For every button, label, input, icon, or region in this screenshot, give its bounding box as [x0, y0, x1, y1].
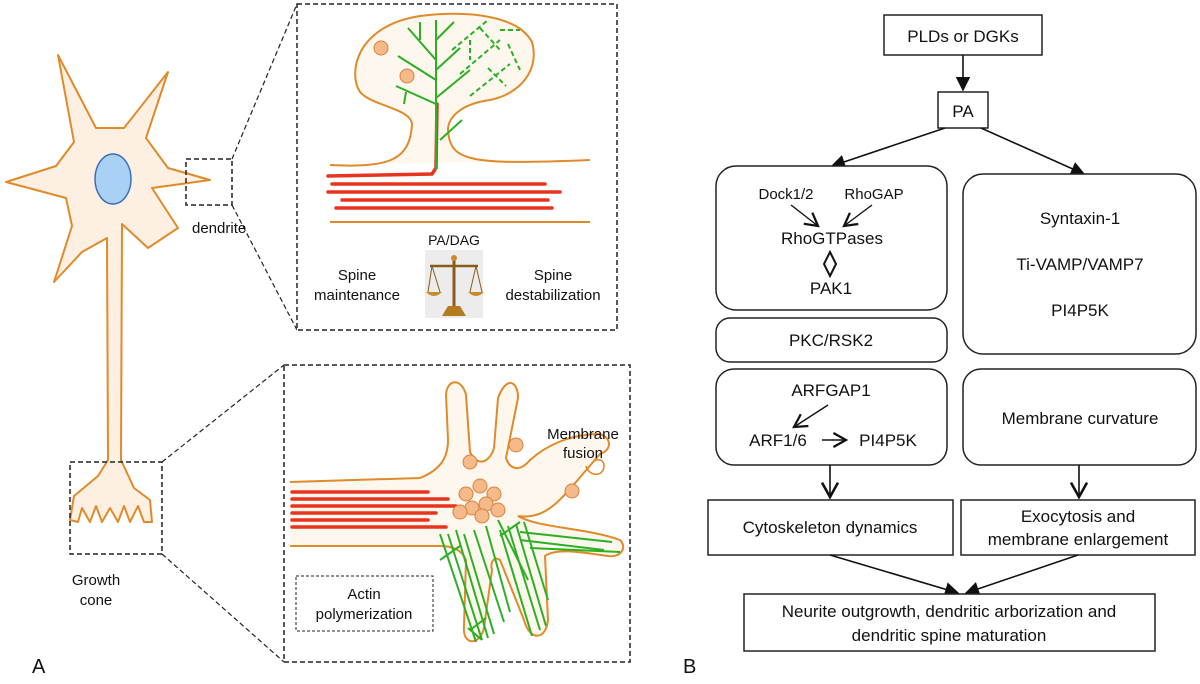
- bidirectional-diamond-icon: [822, 249, 838, 279]
- dendrite-zoom-box: [185, 158, 233, 206]
- node-outcome-label-2: dendritic spine maturation: [852, 626, 1047, 645]
- spine-right-label-2: destabilization: [505, 287, 600, 304]
- node-pkc-rsk2: [715, 317, 948, 363]
- spine-vesicle: [373, 40, 389, 56]
- label-rhogap: RhoGAP: [844, 186, 903, 203]
- arrow-dock-rho: [790, 204, 820, 228]
- node-pa-label: PA: [952, 102, 974, 121]
- node-cytoskeleton: [707, 499, 954, 556]
- spine-vesicle: [399, 68, 415, 84]
- label-arf16: ARF1/6: [749, 431, 807, 450]
- growth-cone-inset: Membrane fusion Actin polymerization: [283, 364, 631, 663]
- neuron-body: [5, 54, 211, 523]
- growth-cone-label-2: cone: [80, 592, 113, 609]
- cone-vesicles: [452, 437, 580, 524]
- panel-b: PLDs or DGKs PA Dock1/2 RhoGAP RhoGTPase…: [683, 14, 1197, 678]
- node-exocytosis-label-1: Exocytosis and: [1021, 507, 1135, 526]
- actin-polymerization-box: [295, 575, 434, 632]
- balance-title: PA/DAG: [428, 232, 480, 248]
- label-right-pi4p5k: PI4P5K: [1051, 301, 1109, 320]
- label-arf-pi4p5k: PI4P5K: [859, 431, 917, 450]
- arrow-cyto-outcome: [829, 554, 960, 597]
- cone-actin: [439, 519, 621, 643]
- label-arfgap1: ARFGAP1: [791, 381, 870, 400]
- neuron-illustration: [5, 54, 211, 523]
- node-pa: [937, 91, 989, 129]
- arrow-pa-right: [980, 127, 1086, 176]
- node-plds-dgks: [883, 14, 1043, 56]
- actin-label-1: Actin: [347, 586, 380, 603]
- spine-right-label-1: Spine: [534, 267, 572, 284]
- node-membrane-curvature-label: Membrane curvature: [1002, 409, 1159, 428]
- node-pkc-rsk2-label: PKC/RSK2: [789, 331, 873, 350]
- label-syntaxin: Syntaxin-1: [1040, 209, 1120, 228]
- panel-a-label: A: [32, 656, 46, 678]
- node-rho-group: [715, 165, 948, 311]
- dendrite-label: dendrite: [192, 220, 246, 237]
- node-outcome: [743, 593, 1156, 652]
- spine-inset: PA/DAG Spine maintenance Spine destabili…: [296, 3, 618, 331]
- label-rhogtpases: RhoGTPases: [781, 229, 883, 248]
- membrane-fusion-label-1: Membrane: [547, 426, 619, 443]
- node-arf-group: [715, 368, 948, 466]
- node-exocytosis-group: [962, 173, 1197, 355]
- spine-membrane: [329, 12, 591, 167]
- label-vamp: Ti-VAMP/VAMP7: [1016, 255, 1143, 274]
- arrow-pa-left: [830, 127, 946, 169]
- membrane-fusion-label-2: fusion: [563, 445, 603, 462]
- arrow-arfgap-arf: [792, 404, 829, 429]
- membrane-fusion-pit: [585, 458, 605, 476]
- node-exocytosis-label-2: membrane enlargement: [988, 530, 1169, 549]
- spine-actin: [395, 19, 521, 170]
- cone-leader-bottom: [161, 553, 285, 663]
- cone-leader-top: [161, 364, 285, 463]
- node-cytoskeleton-label: Cytoskeleton dynamics: [743, 518, 918, 537]
- label-dock12: Dock1/2: [758, 186, 813, 203]
- balance-scale-icon: [425, 250, 484, 318]
- panel-b-label: B: [683, 656, 696, 678]
- cone-microtubules: [290, 490, 458, 529]
- panel-a: dendrite Growth cone: [5, 3, 631, 678]
- growth-cone-zoom-box: [69, 461, 163, 555]
- spine-left-label-1: Spine: [338, 267, 376, 284]
- label-pak1: PAK1: [810, 279, 852, 298]
- dendrite-leader-top: [231, 3, 298, 160]
- node-outcome-label-1: Neurite outgrowth, dendritic arborizatio…: [782, 602, 1117, 621]
- spine-left-label-2: maintenance: [314, 287, 400, 304]
- arrow-rhogap-rho: [842, 204, 873, 228]
- growth-cone-label-1: Growth: [72, 572, 120, 589]
- actin-label-2: polymerization: [316, 606, 413, 623]
- arrow-exo-outcome: [964, 554, 1079, 596]
- nucleus: [94, 153, 132, 205]
- node-plds-dgks-label: PLDs or DGKs: [907, 27, 1018, 46]
